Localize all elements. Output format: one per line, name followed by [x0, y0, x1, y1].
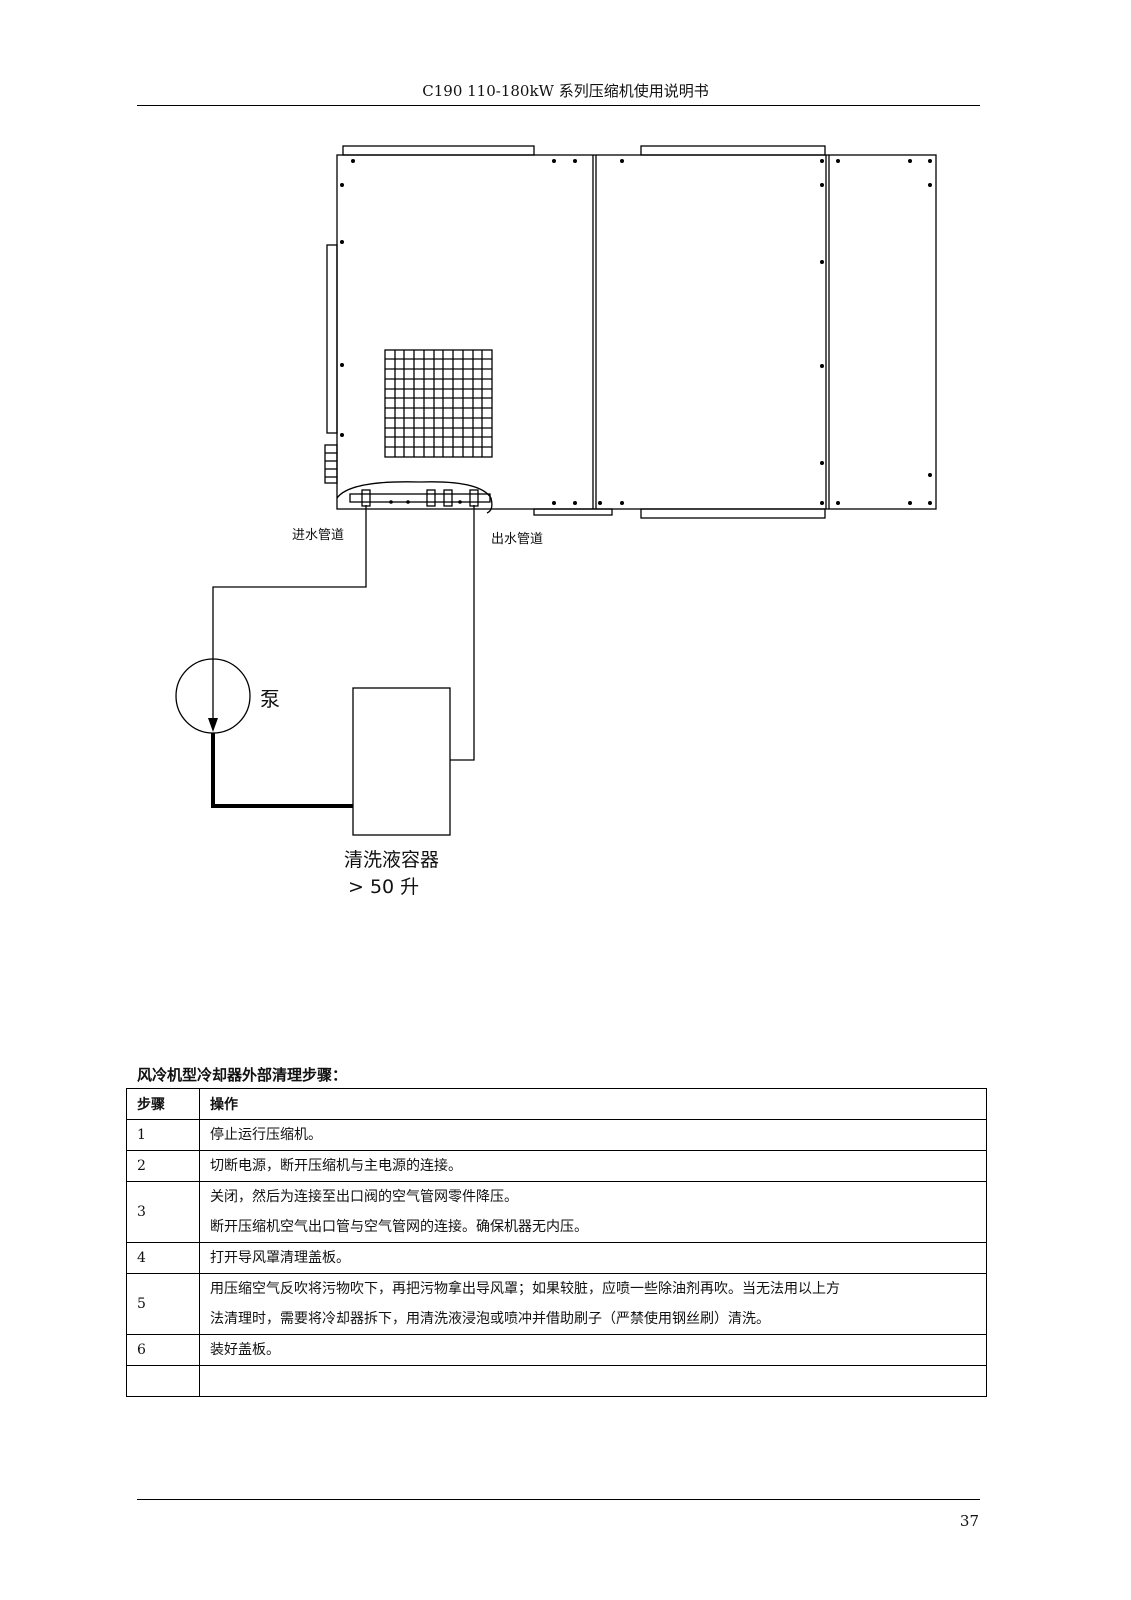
table-header-row: 步骤 操作	[126, 1088, 987, 1120]
page-header-title: C190 110-180kW 系列压缩机使用说明书	[422, 82, 709, 100]
header-hood	[336, 481, 493, 514]
container-capacity-label: > 50 升	[348, 876, 420, 898]
step-operation: 停止运行压缩机。	[199, 1119, 987, 1151]
unit-outline	[336, 154, 937, 510]
table-row: 3 关闭，然后为连接至出口阀的空气管网零件降压。 断开压缩机空气出口管与空气管网…	[126, 1181, 987, 1243]
step-operation: 打开导风罩清理盖板。	[199, 1242, 987, 1274]
table-row: 6 装好盖板。	[126, 1334, 987, 1366]
step-operation: 关闭，然后为连接至出口阀的空气管网零件降压。 断开压缩机空气出口管与空气管网的连…	[199, 1181, 987, 1243]
cleaning-fluid-container	[352, 687, 451, 836]
page-number: 37	[959, 1512, 979, 1530]
outlet-pipe	[450, 505, 475, 761]
suction-hose	[211, 733, 353, 808]
table-row: 4 打开导风罩清理盖板。	[126, 1242, 987, 1274]
step-number: 2	[126, 1150, 200, 1182]
table-row-empty	[126, 1365, 987, 1397]
panel-bolts	[340, 159, 932, 505]
inlet-pipe-label: 进水管道	[292, 528, 345, 543]
inlet-pipe	[212, 505, 367, 659]
step-operation: 装好盖板。	[199, 1334, 987, 1366]
column-header-operation: 操作	[199, 1088, 987, 1120]
section-title: 风冷机型冷却器外部清理步骤：	[137, 1066, 348, 1084]
step-number: 1	[126, 1119, 200, 1151]
container-label: 清洗液容器	[344, 849, 440, 871]
footer-rule	[137, 1499, 980, 1500]
table-row: 2 切断电源，断开压缩机与主电源的连接。	[126, 1150, 987, 1182]
table-row: 1 停止运行压缩机。	[126, 1119, 987, 1151]
step-operation	[199, 1365, 987, 1397]
column-header-step: 步骤	[126, 1088, 200, 1120]
step-number	[126, 1365, 200, 1397]
step-number: 6	[126, 1334, 200, 1366]
outlet-pipe-label: 出水管道	[491, 532, 544, 547]
step-number: 5	[126, 1273, 200, 1335]
cleaning-steps-table: 步骤 操作 1 停止运行压缩机。 2 切断电源，断开压缩机与主电源的连接。 3 …	[126, 1088, 987, 1397]
step-operation: 用压缩空气反吹将污物吹下，再把污物拿出导风罩；如果较脏，应喷一些除油剂再吹。当无…	[199, 1273, 987, 1335]
pump-label: 泵	[260, 687, 280, 711]
table-row: 5 用压缩空气反吹将污物吹下，再把污物拿出导风罩；如果较脏，应喷一些除油剂再吹。…	[126, 1273, 987, 1335]
step-number: 3	[126, 1181, 200, 1243]
header-rule	[137, 105, 980, 106]
step-operation: 切断电源，断开压缩机与主电源的连接。	[199, 1150, 987, 1182]
step-number: 4	[126, 1242, 200, 1274]
coil-grid	[384, 349, 493, 458]
pump-symbol	[175, 658, 251, 734]
cleaning-setup-diagram	[175, 145, 937, 836]
